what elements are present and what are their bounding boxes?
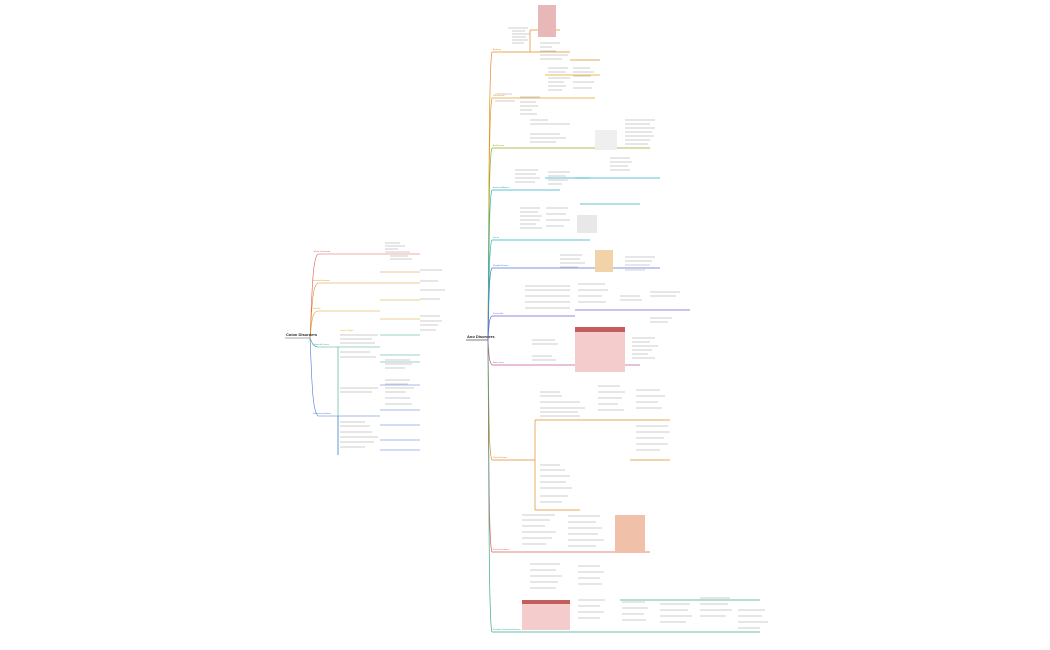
left-root-label[interactable]: Colon Disorders xyxy=(286,332,318,337)
branch-anal-cancer[interactable]: Anal Cancer xyxy=(493,362,505,364)
figures xyxy=(522,5,645,630)
fissure-diagram xyxy=(595,130,617,150)
branch-volvulus[interactable]: Volvulus xyxy=(313,308,321,310)
left-map xyxy=(285,253,420,455)
anatomy-illustration xyxy=(595,250,613,272)
branch-pruritus-ani[interactable]: Pruritus Ani xyxy=(493,313,504,315)
right-map xyxy=(466,29,760,633)
branch-intestinal-ischemia[interactable]: Intestinal Ischemia xyxy=(313,280,330,282)
highlight-note-box xyxy=(538,5,556,37)
branch-fistula[interactable]: Fistula xyxy=(493,237,499,239)
fistula-diagram xyxy=(577,215,597,233)
table-figure-2 xyxy=(522,600,570,630)
branch-colonic-diverticular[interactable]: Colonic Diverticular xyxy=(313,251,331,253)
branch-anal-fissure[interactable]: Anal Fissure xyxy=(493,145,505,147)
branch-fecal-incontinence[interactable]: Fecal Incontinence xyxy=(493,549,510,551)
branch-hemorrhoids[interactable]: Hemorrhoids xyxy=(493,95,505,97)
table-figure xyxy=(575,327,625,372)
branch-sti[interactable]: Sexually Transmitted Infections xyxy=(493,629,521,631)
branch-colorectal-cancer[interactable]: Colorectal Cancer xyxy=(313,344,330,346)
prolapse-illustration xyxy=(615,515,645,553)
branch-inflammatory-bowel[interactable]: Inflammatory Bowel xyxy=(313,413,331,415)
branch-anorectal-abscess[interactable]: Anorectal Abscess xyxy=(493,187,510,189)
right-root-label[interactable]: Ano Disorders xyxy=(467,334,495,339)
branch-anatomy[interactable]: Anatomy xyxy=(493,49,501,51)
branch-colonic-polyps[interactable]: Colonic Polyps xyxy=(340,330,354,332)
text-blocks xyxy=(340,27,768,629)
branch-pilonidal[interactable]: Pilonidal Disease xyxy=(493,265,509,267)
branch-rectal-prolapse[interactable]: Rectal Prolapse xyxy=(493,457,508,459)
